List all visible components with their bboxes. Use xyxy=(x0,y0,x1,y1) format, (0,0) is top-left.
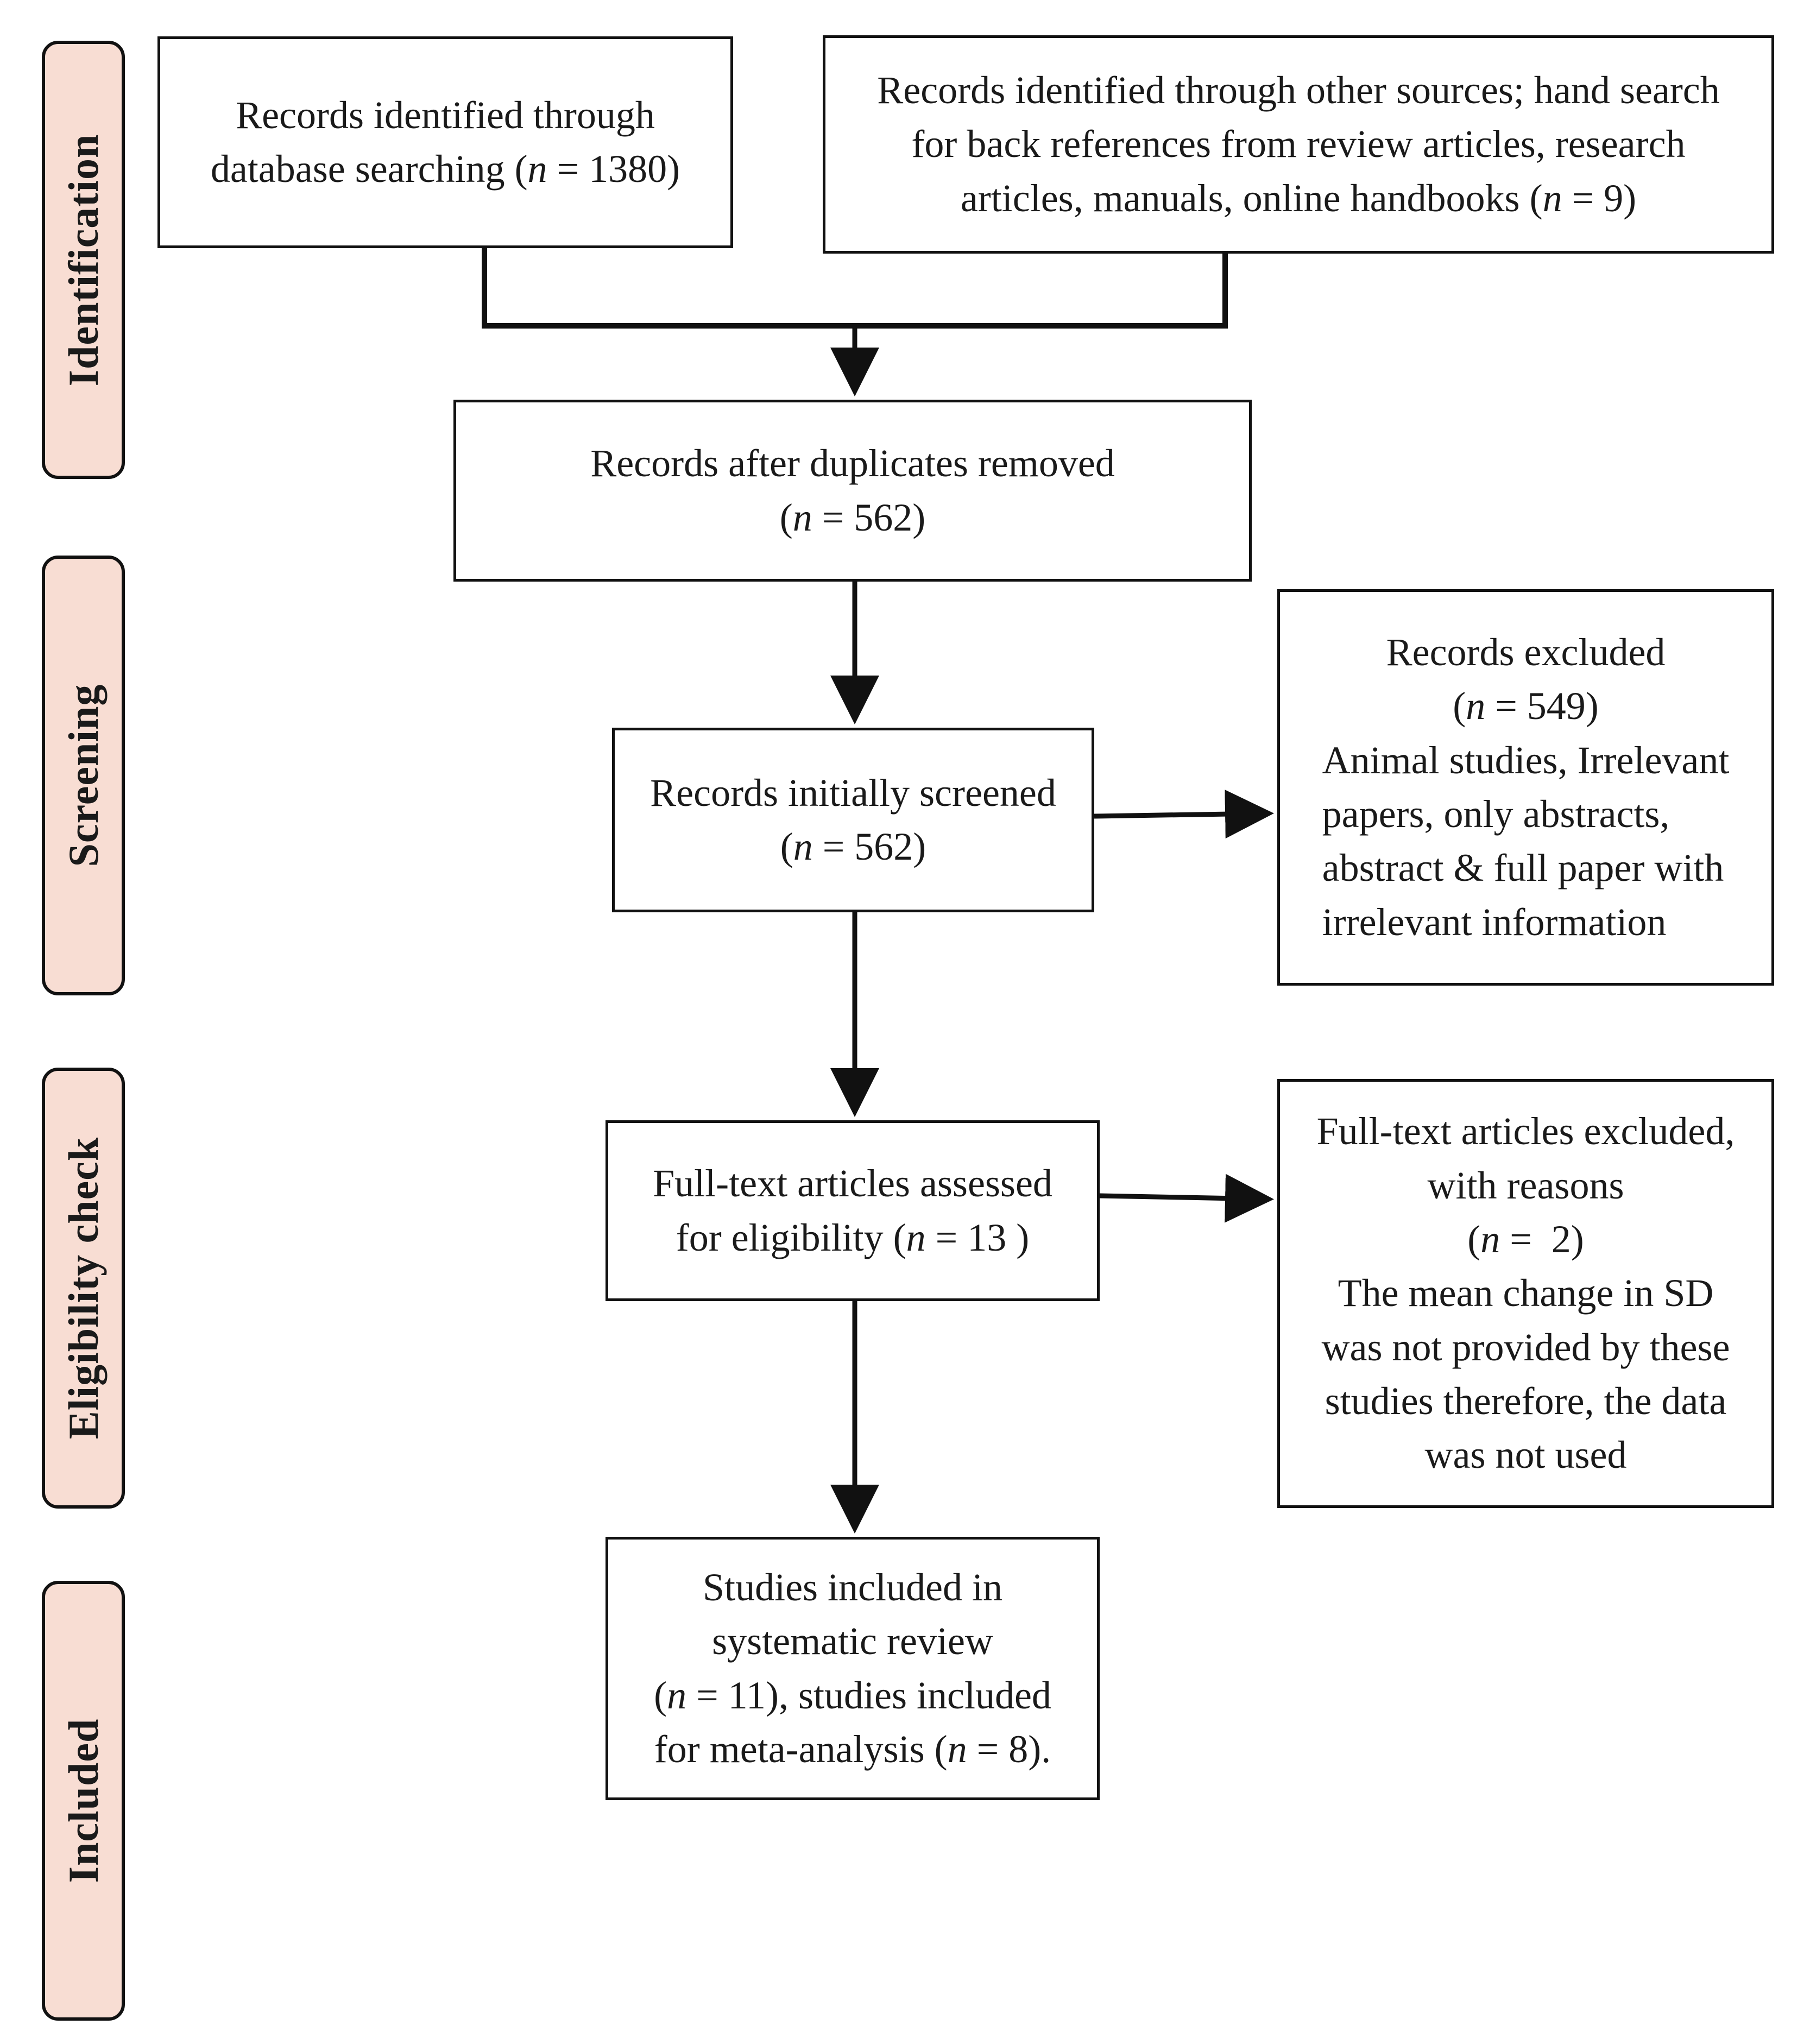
box-included-line3: (n = 11), studies included xyxy=(654,1673,1051,1717)
box-database-records: Records identified through database sear… xyxy=(157,36,733,248)
box-fulltext-assessed: Full-text articles assessed for eligibil… xyxy=(606,1120,1100,1301)
box-database-line1: Records identified through xyxy=(236,93,655,137)
box-other-sources: Records identified through other sources… xyxy=(823,35,1774,254)
box-ftexcl-line6: studies therefore, the data xyxy=(1325,1379,1727,1423)
arrow-fulltext-to-ftexcluded xyxy=(1099,1174,1274,1223)
box-dup-line2: (n = 562) xyxy=(779,495,926,539)
box-screened-line2: (n = 562) xyxy=(780,825,926,868)
box-other-line2: for back references from review articles… xyxy=(911,122,1686,166)
stage-label-identification: Identification xyxy=(42,41,125,479)
box-other-line3: articles, manuals, online handbooks (n =… xyxy=(960,176,1637,220)
arrow-screened-to-excluded xyxy=(1094,790,1274,839)
box-excluded-line6: irrelevant information xyxy=(1322,900,1667,944)
box-fulltext-line1: Full-text articles assessed xyxy=(653,1162,1052,1206)
box-included-line1: Studies included in xyxy=(703,1565,1002,1609)
box-fulltext-line2: for eligibility (n = 13 ) xyxy=(676,1215,1030,1259)
box-studies-included: Studies included in systematic review (n… xyxy=(606,1537,1100,1800)
box-excluded-line5: abstract & full paper with xyxy=(1322,846,1724,890)
box-included-line2: systematic review xyxy=(712,1619,993,1663)
box-dup-line1: Records after duplicates removed xyxy=(590,441,1115,485)
box-ftexcl-line2: with reasons xyxy=(1427,1163,1624,1207)
box-database-line2: database searching (n = 1380) xyxy=(210,147,680,191)
connector-database-merge xyxy=(482,248,1228,329)
box-screened-line1: Records initially screened xyxy=(650,771,1056,815)
stage-label-screening: Screening xyxy=(42,556,125,995)
box-ftexcl-line3: (n = 2) xyxy=(1467,1217,1584,1261)
box-fulltext-excluded: Full-text articles excluded, with reason… xyxy=(1277,1079,1774,1508)
box-excluded-line4: papers, only abstracts, xyxy=(1322,792,1670,836)
box-duplicates-removed: Records after duplicates removed (n = 56… xyxy=(453,400,1252,582)
box-records-excluded: Records excluded (n = 549) Animal studie… xyxy=(1277,589,1774,986)
box-excluded-line2: (n = 549) xyxy=(1453,684,1599,728)
box-excluded-line3: Animal studies, Irrelevant xyxy=(1322,738,1730,782)
box-ftexcl-line4: The mean change in SD xyxy=(1338,1271,1714,1315)
box-included-line4: for meta-analysis (n = 8). xyxy=(654,1727,1051,1771)
stage-label-eligibility: Eligibility check xyxy=(42,1068,125,1509)
box-ftexcl-line5: was not provided by these xyxy=(1321,1325,1730,1369)
box-ftexcl-line1: Full-text articles excluded, xyxy=(1316,1109,1735,1153)
box-ftexcl-line7: was not used xyxy=(1424,1433,1627,1477)
box-other-line1: Records identified through other sources… xyxy=(877,68,1720,112)
box-records-screened: Records initially screened (n = 562) xyxy=(612,728,1094,912)
stage-label-included: Included xyxy=(42,1581,125,2021)
box-excluded-line1: Records excluded xyxy=(1386,630,1666,674)
